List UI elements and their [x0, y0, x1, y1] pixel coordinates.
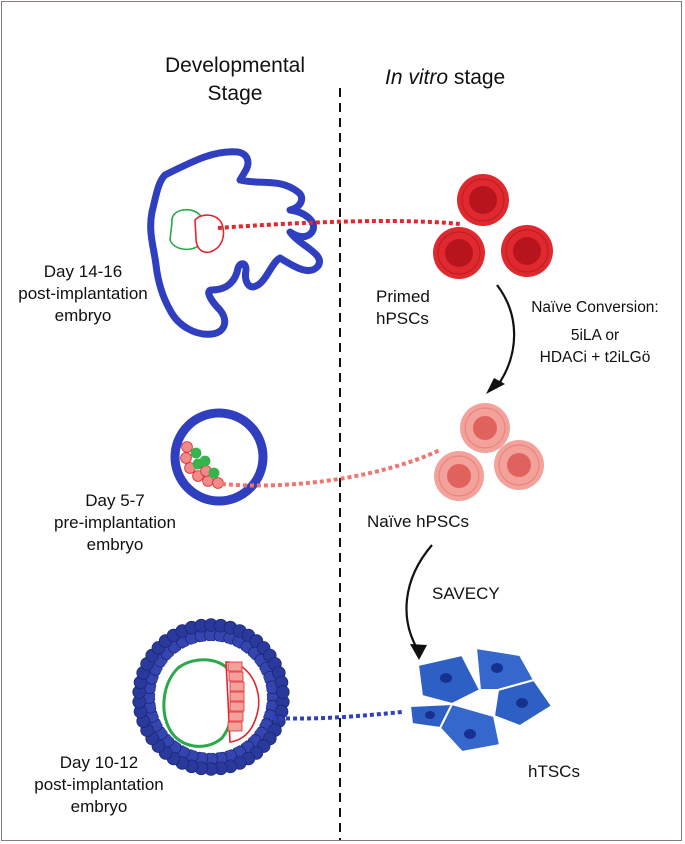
day5-label-line2: pre-implantation [54, 513, 176, 532]
primed-cell [457, 174, 509, 226]
day10-label-line2: post-implantation [34, 775, 164, 794]
day14-label: Day 14-16 post-implantation embryo [8, 261, 158, 327]
connector-primed [217, 219, 461, 230]
developmental-header-line2: Stage [207, 82, 263, 105]
day10-label-line1: Day 10-12 [59, 753, 139, 772]
day5-label: Day 5-7 pre-implantation embryo [40, 490, 190, 556]
developmental-stage-header: Developmental Stage [130, 52, 340, 108]
in-vitro-stage-header: In vitro stage [385, 64, 605, 92]
naive-cell [460, 403, 510, 453]
primed-label: Primed hPSCs [376, 286, 466, 330]
primed-label-line1: Primed [376, 287, 430, 306]
htsc-label: hTSCs [528, 762, 580, 781]
naive-cell [494, 440, 544, 490]
savecy-label: SAVECY [432, 584, 500, 603]
day14-label-line1: Day 14-16 [43, 262, 123, 281]
post-implantation-embryo-early [132, 618, 290, 776]
epiblast-column [227, 661, 245, 732]
naive-conversion-title: Naïve Conversion: [531, 299, 659, 316]
htsc-nuclei [425, 663, 528, 739]
in-vitro-stage-word: stage [448, 66, 506, 89]
developmental-header-line1: Developmental [164, 54, 306, 77]
pre-implantation-embryo [170, 408, 268, 506]
trophoblast-beads [132, 618, 290, 776]
naive-conversion-option1: 5iLA or [570, 327, 620, 344]
savecy-arrowhead [410, 644, 427, 660]
inner-cell-mass [180, 441, 224, 489]
day14-label-line3: embryo [54, 306, 112, 325]
naive-conversion-option2: HDACi + t2iLGö [539, 349, 651, 366]
primed-label-line2: hPSCs [376, 309, 429, 328]
day10-label: Day 10-12 post-implantation embryo [24, 752, 174, 818]
primed-cell [501, 225, 553, 277]
embryo-outline [147, 148, 323, 338]
naive-conversion-label: Naïve Conversion: 5iLA or HDACi + t2iLGö [510, 297, 680, 369]
naive-conversion-arrow [495, 284, 516, 389]
naive-label: Naïve hPSCs [367, 512, 470, 531]
savecy-arrow [405, 544, 433, 651]
primed-cell [433, 227, 485, 279]
connector-naive [221, 448, 441, 488]
connector-htsc [271, 710, 403, 721]
htsc-cells [408, 646, 554, 754]
day5-label-line1: Day 5-7 [85, 491, 145, 510]
in-vitro-italic: In vitro [385, 66, 449, 89]
day10-label-line3: embryo [70, 797, 128, 816]
trophoblast-bead [275, 685, 290, 699]
hypoblast-red [194, 214, 225, 254]
post-implantation-embryo-late [147, 148, 323, 338]
naive-conversion-arrowhead [486, 378, 505, 394]
naive-cell [434, 451, 484, 501]
day5-label-line3: embryo [86, 535, 144, 554]
amniotic-green-layer [162, 658, 236, 748]
primed-hpsc-cells [433, 174, 553, 279]
day14-label-line2: post-implantation [18, 284, 148, 303]
naive-hpsc-cells [434, 403, 544, 501]
